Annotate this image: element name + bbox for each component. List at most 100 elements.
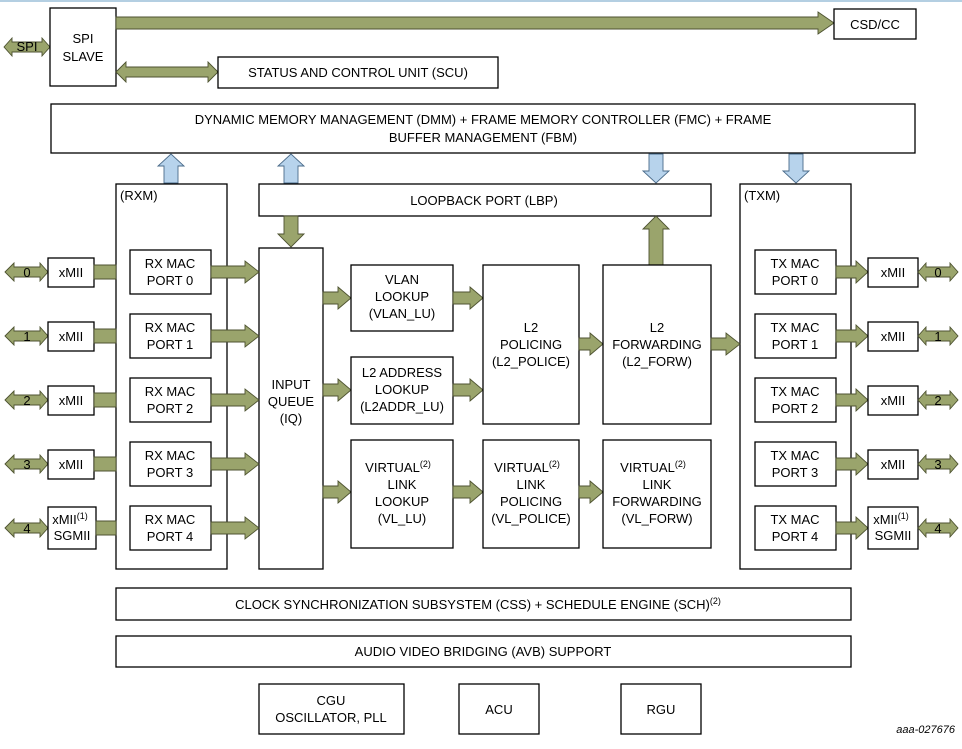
dmm-forw-arrow	[641, 153, 671, 184]
port4-xmii-left-label: xMII(1)	[52, 511, 88, 527]
vl-police-line4: (VL_POLICE)	[491, 511, 570, 526]
vl-lookup-line1: VIRTUAL(2)	[365, 459, 431, 475]
l2addr-line2: LOOKUP	[375, 382, 429, 397]
rx3-line1: RX MAC	[145, 448, 196, 463]
forw-lbp-arrow	[641, 215, 671, 266]
csd-arrow	[115, 11, 835, 35]
vlan-police-arrow	[452, 286, 484, 310]
vl-lookup-line3: LOOKUP	[375, 494, 429, 509]
tx3-xmii-arrow	[835, 451, 869, 477]
tx2-line2: PORT 2	[772, 401, 818, 416]
port4-xmii-rx-arrow	[95, 520, 117, 536]
rx4-iq-arrow	[210, 516, 260, 540]
rx0-line2: PORT 0	[147, 273, 193, 288]
tx2-line1: TX MAC	[770, 384, 819, 399]
csd-label: CSD/CC	[850, 17, 900, 32]
port3-out-num: 3	[934, 457, 941, 472]
rx2-line1: RX MAC	[145, 384, 196, 399]
acu-label: ACU	[485, 702, 512, 717]
avb-box	[115, 635, 852, 668]
rx4-line1: RX MAC	[145, 512, 196, 527]
port2-out-arrow	[917, 389, 959, 411]
l2addr-line1: L2 ADDRESS	[362, 365, 443, 380]
vlan-lookup-box	[350, 264, 454, 332]
vl-forwarding-box	[602, 439, 712, 549]
iq-dmm-arrow	[276, 153, 306, 184]
vlan-line1: VLAN	[385, 272, 419, 287]
tx4-line2: PORT 4	[772, 529, 818, 544]
vl-police-line1: VIRTUAL(2)	[494, 459, 560, 475]
dmm-box	[50, 103, 916, 154]
vl-policing-box	[482, 439, 580, 549]
l2addr-lookup-box	[350, 356, 454, 425]
port2-xmii-left-label: xMII	[59, 393, 84, 408]
vl-forw-line3: FORWARDING	[612, 494, 702, 509]
port1-xmii-rx-arrow	[93, 328, 117, 344]
tx4-xmii-arrow	[835, 515, 869, 541]
tx0-xmii-arrow	[835, 259, 869, 285]
port3-out-arrow	[917, 453, 959, 475]
acu-box	[458, 683, 540, 735]
loopback-box	[258, 183, 712, 217]
port1-xmii-left-label: xMII	[59, 329, 84, 344]
port1-out-num: 1	[934, 329, 941, 344]
l2-police-line3: (L2_POLICE)	[492, 354, 570, 369]
rx1-line1: RX MAC	[145, 320, 196, 335]
rx1-iq-arrow	[210, 324, 260, 348]
tx2-xmii-arrow	[835, 387, 869, 413]
input-queue-box	[258, 247, 324, 570]
figure-id: aaa-027676	[896, 724, 956, 736]
forw-txm-arrow	[710, 332, 741, 356]
iq-line2: QUEUE	[268, 394, 315, 409]
port1-in-num: 1	[23, 329, 30, 344]
rgu-label: RGU	[647, 702, 676, 717]
port3-xmii-left-label: xMII	[59, 457, 84, 472]
rgu-box	[620, 683, 702, 735]
cgu-line1: CGU	[317, 693, 346, 708]
port4-in-num: 4	[23, 521, 30, 536]
tx1-line2: PORT 1	[772, 337, 818, 352]
port1-out-arrow	[917, 325, 959, 347]
rxm-container	[115, 183, 228, 570]
vlan-line3: (VLAN_LU)	[369, 306, 435, 321]
port4-out-num: 4	[934, 521, 941, 536]
vl-lookup-line2: LINK	[388, 477, 417, 492]
rxm-dmm-arrow	[156, 153, 186, 184]
vlan-line2: LOOKUP	[375, 289, 429, 304]
spi-slave-line2: SLAVE	[63, 49, 104, 64]
tx-mac-port4	[754, 505, 837, 551]
avb-label: AUDIO VIDEO BRIDGING (AVB) SUPPORT	[355, 644, 612, 659]
css-label: CLOCK SYNCHRONIZATION SUBSYSTEM (CSS) + …	[235, 596, 721, 612]
csd-box	[833, 8, 917, 40]
vl-police-line2: LINK	[517, 477, 546, 492]
iq-line1: INPUT	[272, 377, 311, 392]
l2-police-line2: POLICING	[500, 337, 562, 352]
l2addr-line3: (L2ADDR_LU)	[360, 399, 444, 414]
port0-xmii-left	[47, 257, 95, 288]
port3-xmii-right	[867, 449, 919, 480]
port2-xmii-right	[867, 385, 919, 416]
spi-slave-box	[49, 7, 117, 87]
l2-police-line1: L2	[524, 320, 538, 335]
vl-lookup-line4: (VL_LU)	[378, 511, 426, 526]
tx0-line2: PORT 0	[772, 273, 818, 288]
tx1-xmii-arrow	[835, 323, 869, 349]
port4-xmii-right-label: xMII(1)	[873, 511, 909, 527]
tx-mac-port0	[754, 249, 837, 295]
rx3-line2: PORT 3	[147, 465, 193, 480]
port4-sgmii-right-label: SGMII	[875, 528, 912, 543]
scu-label: STATUS AND CONTROL UNIT (SCU)	[248, 65, 468, 80]
rx0-line1: RX MAC	[145, 256, 196, 271]
scu-arrow	[115, 60, 219, 84]
iq-line3: (IQ)	[280, 411, 302, 426]
iq-vlan-arrow	[322, 286, 352, 310]
spi-tag: SPI	[17, 39, 38, 54]
vl-forw-line2: LINK	[643, 477, 672, 492]
l2-forw-line1: L2	[650, 320, 664, 335]
dmm-line2: BUFFER MANAGEMENT (FBM)	[389, 130, 577, 145]
scu-box	[217, 56, 499, 89]
rx4-line2: PORT 4	[147, 529, 193, 544]
rx3-iq-arrow	[210, 452, 260, 476]
port0-xmii-right	[867, 257, 919, 288]
